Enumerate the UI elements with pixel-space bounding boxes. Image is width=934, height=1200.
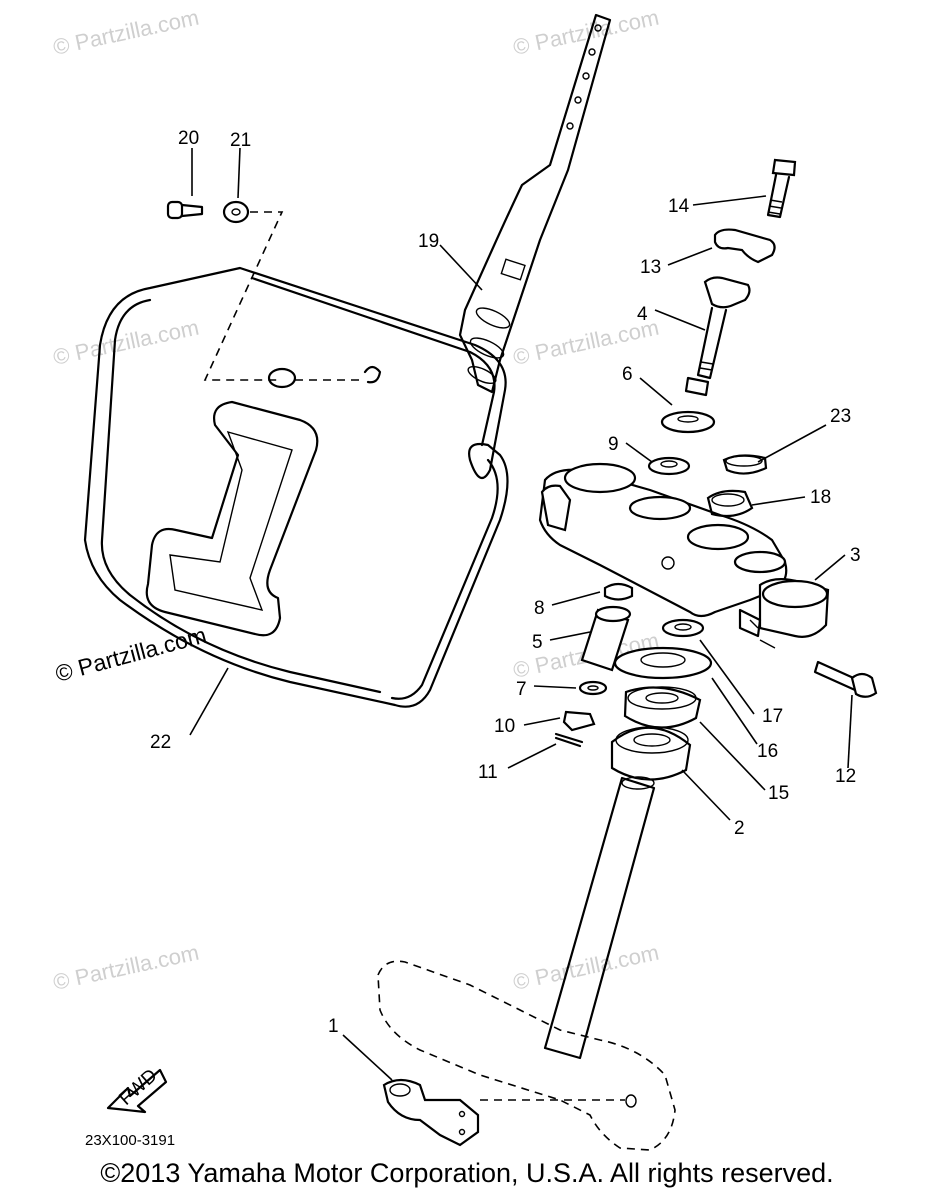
clamp-13 [713,228,776,264]
bearing-2 [610,726,692,781]
callout-7: 7 [516,679,527,700]
fwd-label: FWD [115,1065,161,1110]
cover-16 [613,646,713,680]
key-1 [382,1078,480,1147]
holder-4 [684,276,751,397]
washer-6 [660,410,716,434]
washer-9 [647,456,691,476]
callout-4: 4 [637,304,648,325]
callout-18: 18 [810,487,831,508]
washer-17 [661,618,705,638]
callout-5: 5 [532,632,543,653]
callout-21: 21 [230,130,251,151]
plate-band [458,13,612,394]
callout-2: 2 [734,818,745,839]
callout-13: 13 [640,257,661,278]
bolt-14 [766,158,797,219]
watermark: © Partzilla.com [511,5,661,60]
callout-20: 20 [178,128,199,149]
screw-20 [166,200,204,220]
watermark: © Partzilla.com [511,940,661,995]
diagram-code: 23X100-3191 [85,1132,175,1149]
crown-3 [538,462,830,649]
under-bracket [377,776,676,1151]
nut-10 [562,710,596,732]
callout-19: 19 [418,231,439,252]
number-plate [83,266,509,708]
callout-16: 16 [757,741,778,762]
watermark: © Partzilla.com [51,315,201,370]
cap-23 [722,454,768,475]
callout-8: 8 [534,598,545,619]
callout-22: 22 [150,732,171,753]
callout-3: 3 [850,545,861,566]
washer-7 [578,680,608,696]
nut-18 [706,489,754,518]
callout-14: 14 [668,196,690,217]
callout-11: 11 [478,762,498,783]
copyright-notice: ©2013 Yamaha Motor Corporation, U.S.A. A… [100,1158,834,1188]
collar-5 [580,605,632,672]
fwd-arrow: FWD [106,1065,168,1114]
bolt-12 [813,660,878,698]
callout-15: 15 [768,783,789,804]
callout-1: 1 [328,1016,339,1037]
washer-21 [222,200,250,224]
callout-17: 17 [762,706,783,727]
callout-9: 9 [608,434,619,455]
callout-6: 6 [622,364,633,385]
watermark: © Partzilla.com [51,940,201,995]
callout-23: 23 [830,406,851,427]
pin-11 [554,732,584,748]
washer-8 [603,582,634,601]
watermark: © Partzilla.com [51,5,201,60]
callout-12: 12 [835,766,856,787]
callout-10: 10 [494,716,515,737]
leader-lines [189,147,853,1081]
bearing-15 [623,686,702,729]
